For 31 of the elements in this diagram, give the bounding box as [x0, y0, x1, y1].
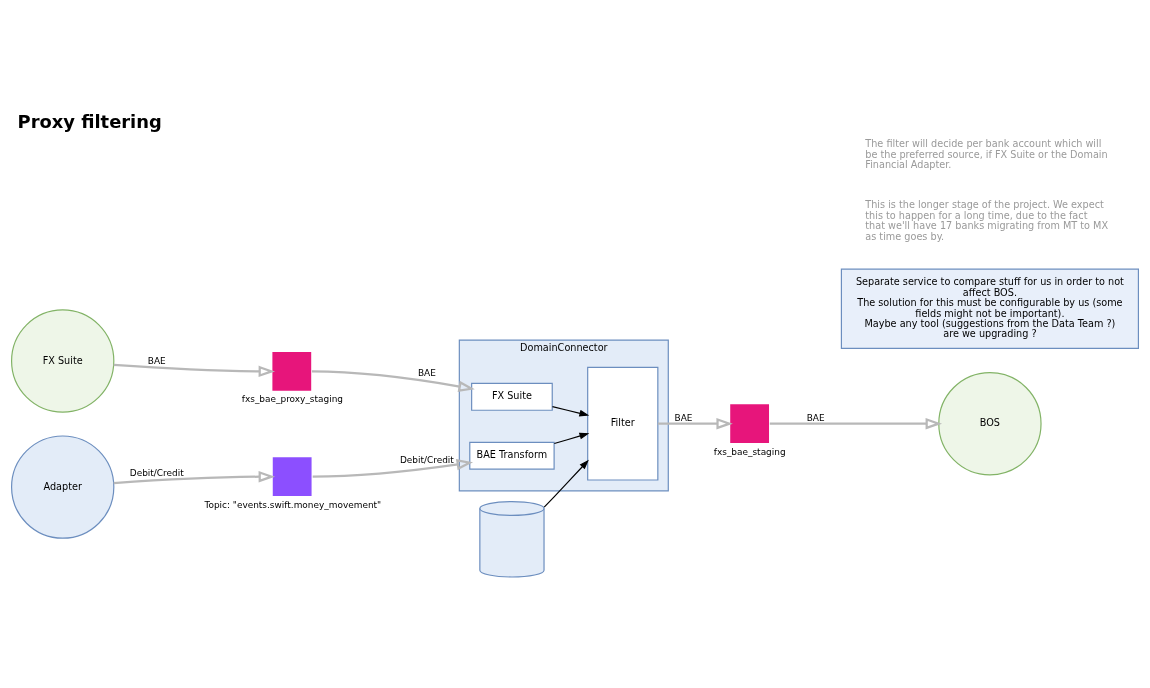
node-box: Separate service to compare stuff for us in order to not affect BOS. The solution for this must be configurable by us (some fields might not be important). Maybe any tool (suggestions from the Data Team ?) are we upgrading ? [840, 268, 1139, 349]
arrow [551, 405, 590, 417]
arrow [311, 370, 475, 393]
node-box: FX Suite [471, 382, 553, 411]
edge-label: Debit/Credit [129, 468, 184, 479]
node-box: BAE Transform [469, 441, 555, 470]
node-circle: BOS [938, 371, 1042, 476]
diagram-title: Proxy filtering [17, 110, 162, 132]
edge-label: BAE [147, 355, 166, 366]
node-box [272, 457, 312, 497]
edge-label: Debit/Credit [399, 454, 454, 465]
label: The filter will decide per bank account which will be the preferred source, if FX Suite or the Domain Financial Adapter. [865, 138, 1108, 170]
edge-label: BAE [674, 413, 693, 424]
node-circle: Adapter [11, 435, 115, 539]
node-box [272, 352, 312, 391]
node-label: fxs_bae_proxy_staging [241, 394, 343, 405]
node-label: fxs_bae_staging [713, 446, 786, 457]
arrow [543, 459, 589, 508]
label: This is the longer stage of the project. We expect this to happen for a long time, due to the fact that we'll have 17 banks migrating from MT to MX as time goes by. [865, 199, 1109, 242]
node-circle: FX Suite [11, 309, 115, 413]
node-box [730, 404, 769, 444]
edge-label: BAE [417, 368, 436, 379]
arrow [113, 363, 276, 378]
node-label: Topic: "events.swift.money_movement" [204, 499, 382, 510]
node-box: Filter [587, 366, 659, 481]
arrow [113, 470, 276, 485]
arrow [553, 432, 590, 445]
arrow [312, 458, 474, 478]
arrow [657, 417, 733, 430]
edge-label: BAE [806, 413, 825, 424]
arrow [769, 417, 942, 430]
